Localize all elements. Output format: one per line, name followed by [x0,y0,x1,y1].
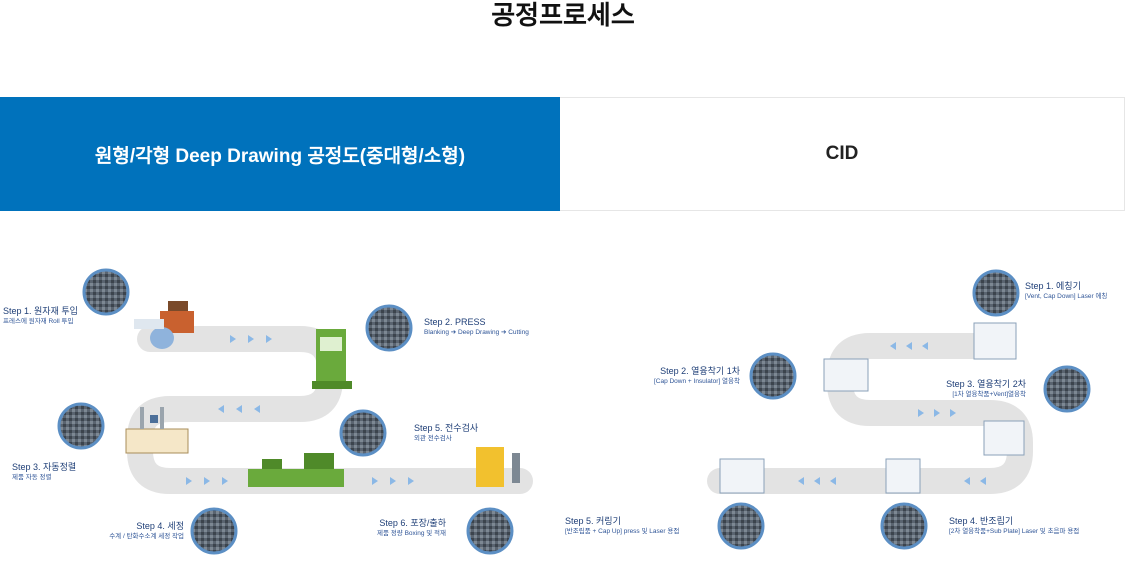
cid-step-2: Step 2. 열융착기 1차 [Cap Down + Insulator] 열… [626,366,740,386]
step-desc: Blanking ➔ Deep Drawing ➔ Cutting [424,329,529,336]
step-title: Step 3. 열융착기 2차 [946,379,1026,389]
step-title: Step 4. 반조립기 [949,516,1014,526]
step-desc: [Vent, Cap Down] Laser 에칭 [1025,293,1108,300]
step-title: Step 3. 자동정렬 [12,462,77,472]
machine-packing [476,447,520,487]
step-desc: [반조립품 + Cap Up] press 및 Laser 용접 [565,528,680,535]
machine-aligner [125,407,189,454]
step-desc: [1차 열융착품+Vent]열융착 [952,391,1026,398]
step-title: Step 5. 전수검사 [414,423,479,433]
deep-step-5: Step 5. 전수검사 외관 전수검사 [414,423,478,443]
deep-step-2: Step 2. PRESS Blanking ➔ Deep Drawing ➔ … [424,317,529,337]
deep-step-3: Step 3. 자동정렬 제품 자동 정렬 [12,462,76,482]
step-desc: 프레스에 원자재 Roll 투입 [3,318,74,325]
cid-step-3: Step 3. 열융착기 2차 [1차 열융착품+Vent]열융착 [930,379,1026,399]
step-desc: [2차 열융착품+Sub Plate] Laser 및 초음파 용접 [949,528,1080,535]
step-title: Step 4. 세정 [136,521,184,531]
step-desc: 외관 전수검사 [414,435,452,442]
process-flow-graphic [57,268,1091,555]
page-title: 공정프로세스 [491,0,635,30]
machine-roll-feeder [134,301,194,349]
step-title: Step 2. PRESS [424,317,486,327]
step-title: Step 1. 원자재 투입 [3,306,78,316]
machine-washer-conveyor [248,453,344,487]
process-tabs: 원형/각형 Deep Drawing 공정도(중대형/소형) CID [0,97,1126,211]
deep-step-6: Step 6. 포장/출하 제품 정량 Boxing 및 적재 [340,518,446,538]
flow-arrows-deep [186,335,414,485]
step-title: Step 1. 에칭기 [1025,281,1081,291]
cid-step-photos [717,269,1091,550]
cid-step-1: Step 1. 에칭기 [Vent, Cap Down] Laser 에칭 [1025,281,1107,301]
step-desc: 제품 자동 정렬 [12,474,52,481]
step-title: Step 5. 커링기 [565,516,621,526]
step-desc: 제품 정량 Boxing 및 적재 [377,530,446,537]
cid-step-4: Step 4. 반조립기 [2차 열융착품+Sub Plate] Laser 및… [949,516,1079,536]
step-desc: [Cap Down + Insulator] 열융착 [653,378,740,385]
cid-machines [719,322,1025,494]
deep-step-1: Step 1. 원자재 투입 프레스에 원자재 Roll 투입 [3,306,78,326]
tab-cid[interactable]: CID [560,97,1125,211]
process-diagram: Step 1. 원자재 투입 프레스에 원자재 Roll 투입 Step 2. … [0,211,1126,585]
flow-arrows-cid [798,342,986,485]
deep-step-4: Step 4. 세정 수계 / 탄화수소계 세정 작업 [84,521,184,541]
tab-deep-drawing[interactable]: 원형/각형 Deep Drawing 공정도(중대형/소형) [0,97,560,211]
step-title: Step 6. 포장/출하 [379,518,446,528]
cid-step-5: Step 5. 커링기 [반조립품 + Cap Up] press 및 Lase… [565,516,679,536]
machine-press [312,329,352,389]
deep-step-photos [57,268,514,555]
step-desc: 수계 / 탄화수소계 세정 작업 [109,533,184,540]
step-title: Step 2. 열융착기 1차 [660,366,740,376]
